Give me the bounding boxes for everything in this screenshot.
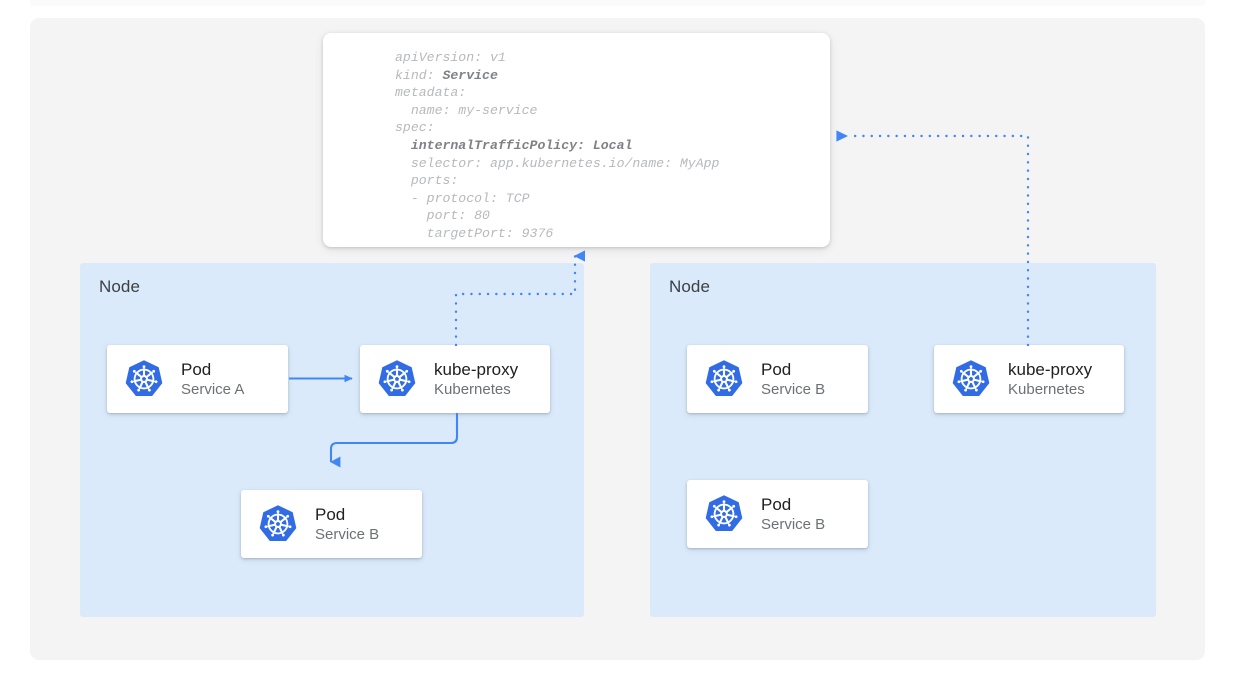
service-manifest-card: apiVersion: v1 kind: Service metadata: n…	[323, 33, 830, 247]
kubernetes-icon	[258, 504, 298, 544]
kubernetes-icon	[704, 494, 744, 534]
card-pod-service-b-right-bottom[interactable]: Pod Service B	[687, 480, 868, 548]
card-subtitle: Service B	[761, 515, 826, 533]
kubernetes-icon	[377, 359, 417, 399]
card-subtitle: Kubernetes	[434, 380, 511, 398]
card-title: Pod	[761, 494, 792, 514]
node-right-label: Node	[669, 277, 711, 296]
service-manifest-code: apiVersion: v1 kind: Service metadata: n…	[395, 50, 720, 241]
card-subtitle: Service B	[315, 525, 380, 543]
card-pod-service-a[interactable]: Pod Service A	[107, 345, 288, 413]
card-subtitle: Service A	[181, 380, 245, 398]
card-subtitle: Kubernetes	[1008, 380, 1085, 398]
card-pod-service-b-left[interactable]: Pod Service B	[241, 490, 422, 558]
node-left-label: Node	[99, 277, 141, 296]
card-title: Pod	[181, 359, 212, 379]
card-kube-proxy-left[interactable]: kube-proxy Kubernetes	[360, 345, 550, 413]
card-title: Pod	[315, 504, 346, 524]
top-strip	[30, 0, 1205, 6]
diagram-canvas: apiVersion: v1 kind: Service metadata: n…	[30, 18, 1205, 660]
card-title: kube-proxy	[434, 359, 519, 379]
card-kube-proxy-right[interactable]: kube-proxy Kubernetes	[934, 345, 1124, 413]
card-subtitle: Service B	[761, 380, 826, 398]
node-right: Node	[650, 263, 1156, 617]
node-left: Node	[80, 263, 584, 617]
kubernetes-icon	[951, 359, 991, 399]
kubernetes-icon	[704, 359, 744, 399]
card-pod-service-b-right-top[interactable]: Pod Service B	[687, 345, 868, 413]
card-title: kube-proxy	[1008, 359, 1093, 379]
card-title: Pod	[761, 359, 792, 379]
kubernetes-icon	[124, 359, 164, 399]
